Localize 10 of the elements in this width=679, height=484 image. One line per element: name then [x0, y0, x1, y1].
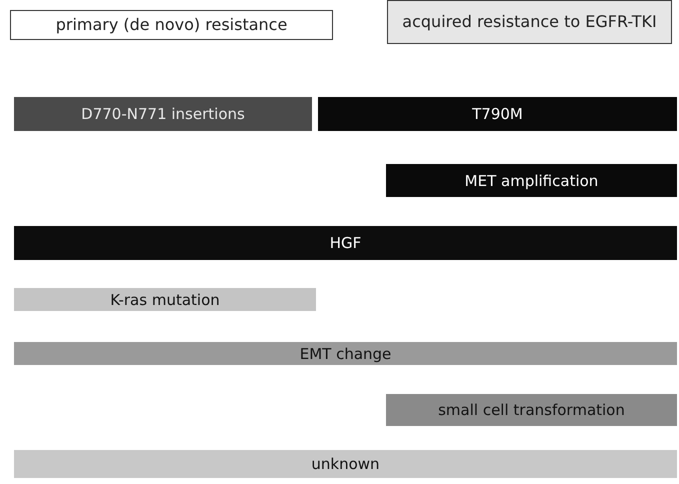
resistance-bar: small cell transformation — [386, 394, 677, 426]
resistance-bar: K-ras mutation — [14, 288, 316, 311]
resistance-bar: HGF — [14, 226, 677, 260]
resistance-bar: MET amplification — [386, 164, 677, 197]
resistance-bar: D770-N771 insertions — [14, 97, 312, 131]
resistance-bar: unknown — [14, 450, 677, 478]
resistance-bar: T790M — [318, 97, 677, 131]
resistance-bar: EMT change — [14, 342, 677, 365]
heading-box: primary (de novo) resistance — [10, 10, 333, 40]
heading-box: acquired resistance to EGFR-TKI — [387, 0, 672, 44]
